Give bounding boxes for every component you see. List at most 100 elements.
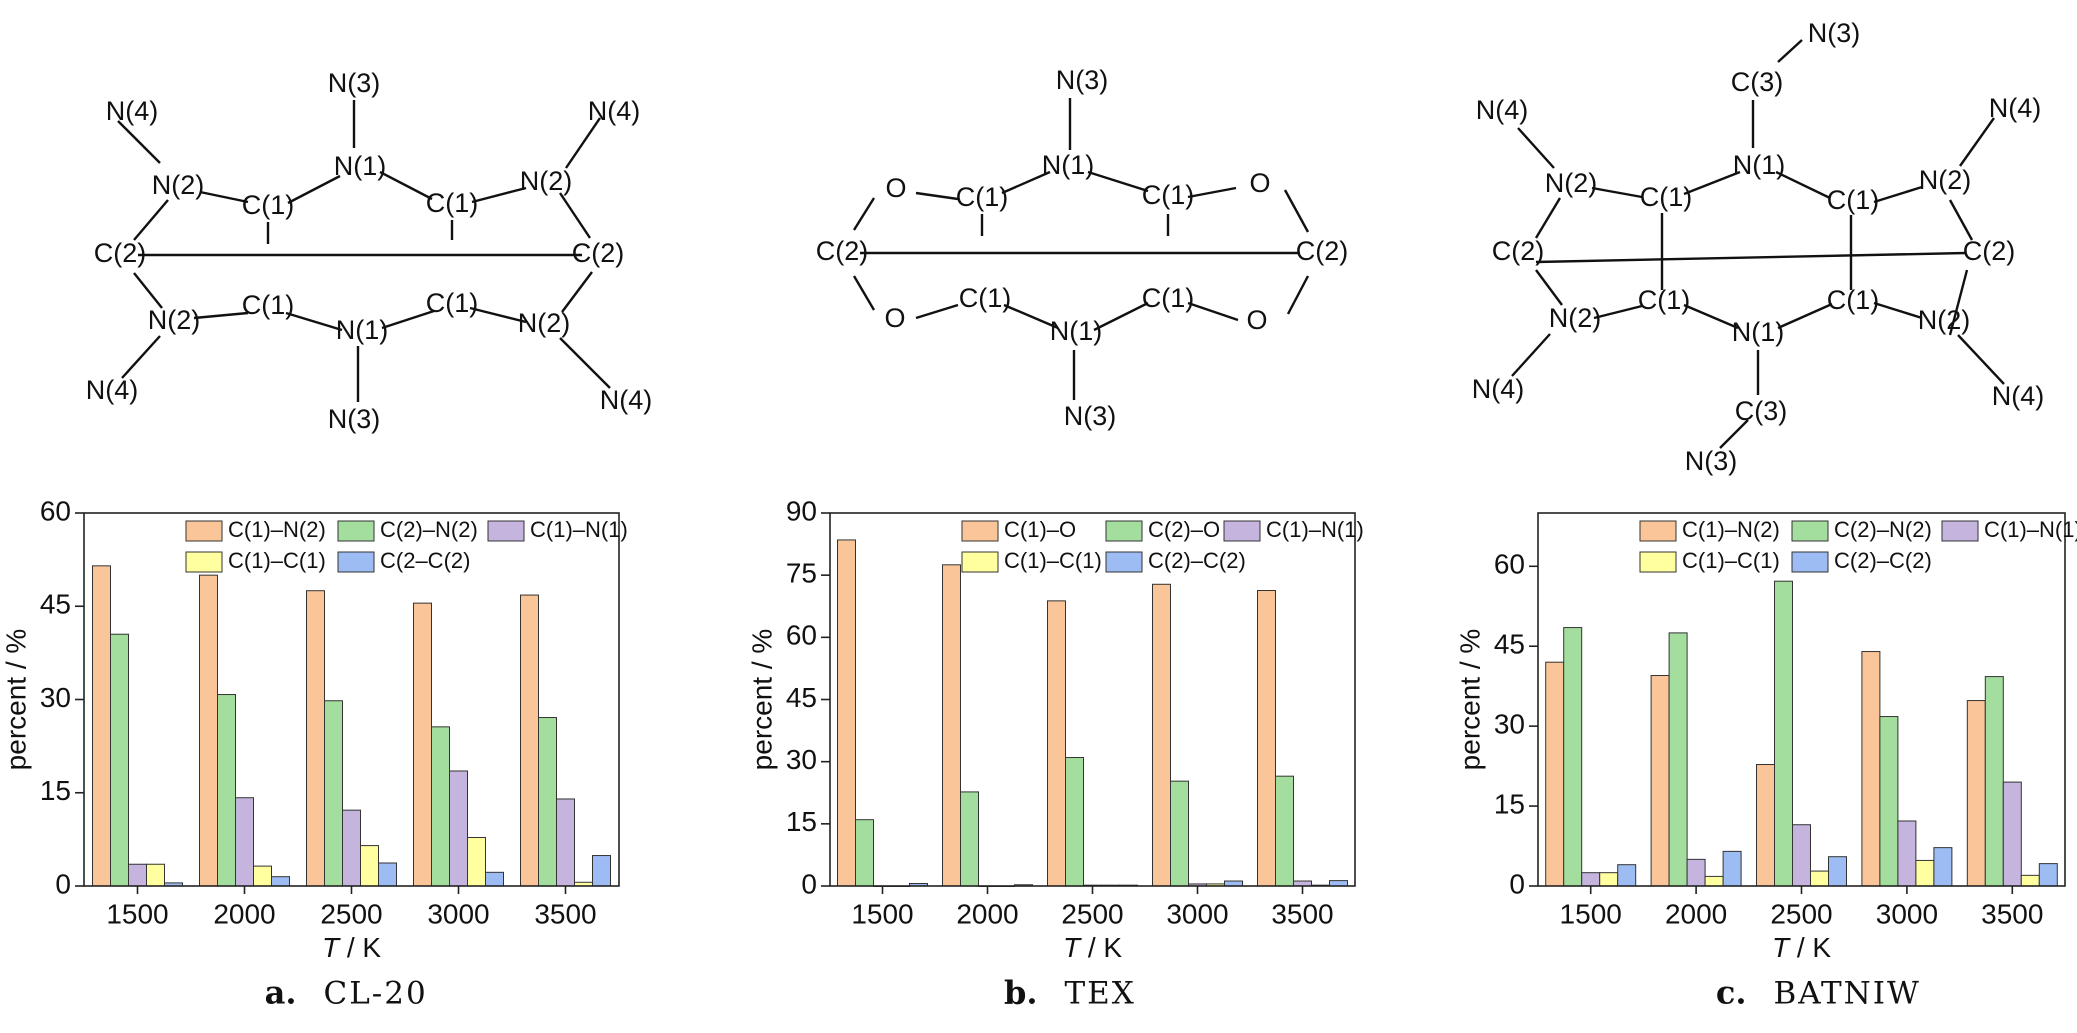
bond-line [1775, 170, 1831, 200]
atom-label: C(2) [1963, 236, 2016, 266]
legend-swatch [1105, 551, 1143, 573]
atom-label: C(1) [242, 290, 295, 320]
bar [942, 564, 961, 887]
y-tick-label: 30 [40, 682, 71, 713]
atom-label: N(2) [1918, 305, 1971, 335]
y-tick-label: 30 [786, 744, 817, 775]
bar [837, 539, 856, 887]
bond-line [1001, 170, 1051, 195]
atom-label: C(1) [1640, 182, 1693, 212]
molecule-structure-2: N(3)C(3)N(4)N(4)N(1)N(2)C(1)C(1)N(2)C(2)… [1472, 18, 2045, 476]
atom-label: N(2) [152, 170, 205, 200]
atom-label: N(1) [334, 151, 387, 181]
bar [360, 845, 379, 887]
bar [342, 809, 361, 887]
legend-label: C(2)–C(2) [1834, 548, 1932, 573]
bond-line [1959, 117, 1995, 167]
atom-label: N(2) [1919, 165, 1972, 195]
atom-label: N(1) [1732, 317, 1785, 347]
atom-label: N(1) [1042, 150, 1095, 180]
bar [1650, 675, 1670, 887]
atom-label: N(4) [600, 385, 653, 415]
bond-line [1591, 186, 1643, 199]
atom-label: C(1) [426, 188, 479, 218]
bar [2020, 874, 2040, 887]
x-axis-title-unit: / K [339, 932, 381, 963]
legend-label: C(1)–N(2) [228, 517, 326, 542]
legend-swatch [961, 520, 999, 542]
bond-line [1873, 185, 1923, 204]
legend-swatch [1105, 520, 1143, 542]
bond-line [1683, 303, 1739, 330]
atom-label: N(2) [1549, 303, 1602, 333]
bar [199, 574, 218, 887]
atom-label: N(1) [336, 315, 389, 345]
bond-line [1683, 170, 1741, 196]
bar [1774, 580, 1793, 887]
bar [1810, 870, 1829, 887]
bar [253, 865, 272, 887]
atom-label: C(2) [1492, 236, 1545, 266]
atom-label: N(3) [1056, 65, 1109, 95]
x-axis-title-symbol: T [322, 932, 341, 963]
molecular-structures: N(4) N(3) N(4) N(2) C(1) N(1) C(1) N(2) C(2) C(2)… [86, 18, 2045, 476]
legend: C(1)–N(2)C(2)–N(2)C(1)–N(1)C(1)–C(1)C(2–… [185, 517, 628, 573]
legend-swatch [961, 551, 999, 573]
atom-label: C(1) [1638, 285, 1691, 315]
bond-line [1187, 301, 1239, 322]
legend-label: C(2)–N(2) [380, 517, 478, 542]
atom-label: N(4) [1472, 374, 1525, 404]
bond-line [1187, 186, 1237, 199]
legend: C(1)–N(2)C(2)–N(2)C(1)–N(1)C(1)–C(1)C(2)… [1639, 517, 2077, 573]
bar [1756, 764, 1775, 887]
legend-swatch [1639, 551, 1677, 573]
bond-line [1777, 302, 1833, 330]
bar [960, 791, 979, 887]
legend-label: C(1)–C(1) [228, 548, 326, 573]
atom-label: N(4) [1989, 93, 2042, 123]
atom-label: N(2) [520, 166, 573, 196]
bond-line [1948, 199, 1974, 241]
legend-label: C(1)–N(2) [1682, 517, 1780, 542]
panel-letter: a. [265, 974, 297, 1012]
bar [217, 694, 236, 887]
panel-compound-name: BATNIW [1774, 976, 1921, 1012]
atom-label: C(3) [1731, 67, 1784, 97]
bar [1329, 880, 1348, 887]
bond-line [915, 191, 959, 201]
bond-line [1957, 334, 2005, 385]
bar [1828, 856, 1847, 887]
atom-label: N(2) [1545, 168, 1598, 198]
bar [1966, 700, 1986, 887]
y-tick-label: 45 [1494, 629, 1525, 660]
legend-label: C(2)–O [1148, 517, 1220, 542]
bar [485, 871, 504, 887]
legend-label: C(1)–N(1) [1984, 517, 2077, 542]
atom-label: C(1) [1827, 285, 1880, 315]
panel-compound-name: CL-20 [324, 976, 428, 1012]
atom-label: O [1246, 305, 1267, 335]
legend-label: C(2–C(2) [380, 548, 470, 573]
bar [592, 855, 611, 887]
bar [1065, 757, 1084, 887]
bar [1599, 872, 1619, 887]
bar [1915, 859, 1935, 887]
bond-line [1535, 269, 1563, 306]
bar [431, 726, 450, 887]
bar [306, 590, 325, 887]
x-tick-label: 3000 [427, 898, 489, 929]
atom-label: C(2) [572, 238, 625, 268]
bar [146, 863, 165, 887]
bar [1879, 716, 1899, 887]
molecule-structure-0: N(4)N(3)N(4)N(2)C(1)N(1)C(1)N(2)C(2)C(2)… [86, 68, 653, 434]
y-tick-label: 0 [1509, 868, 1525, 899]
legend-swatch [337, 520, 375, 542]
x-tick-label: 1500 [1560, 898, 1622, 929]
bond-line [193, 311, 249, 320]
bond-line [199, 190, 249, 204]
bond-line [1593, 304, 1643, 320]
bar [235, 797, 254, 887]
atom-label: N(4) [106, 96, 159, 126]
